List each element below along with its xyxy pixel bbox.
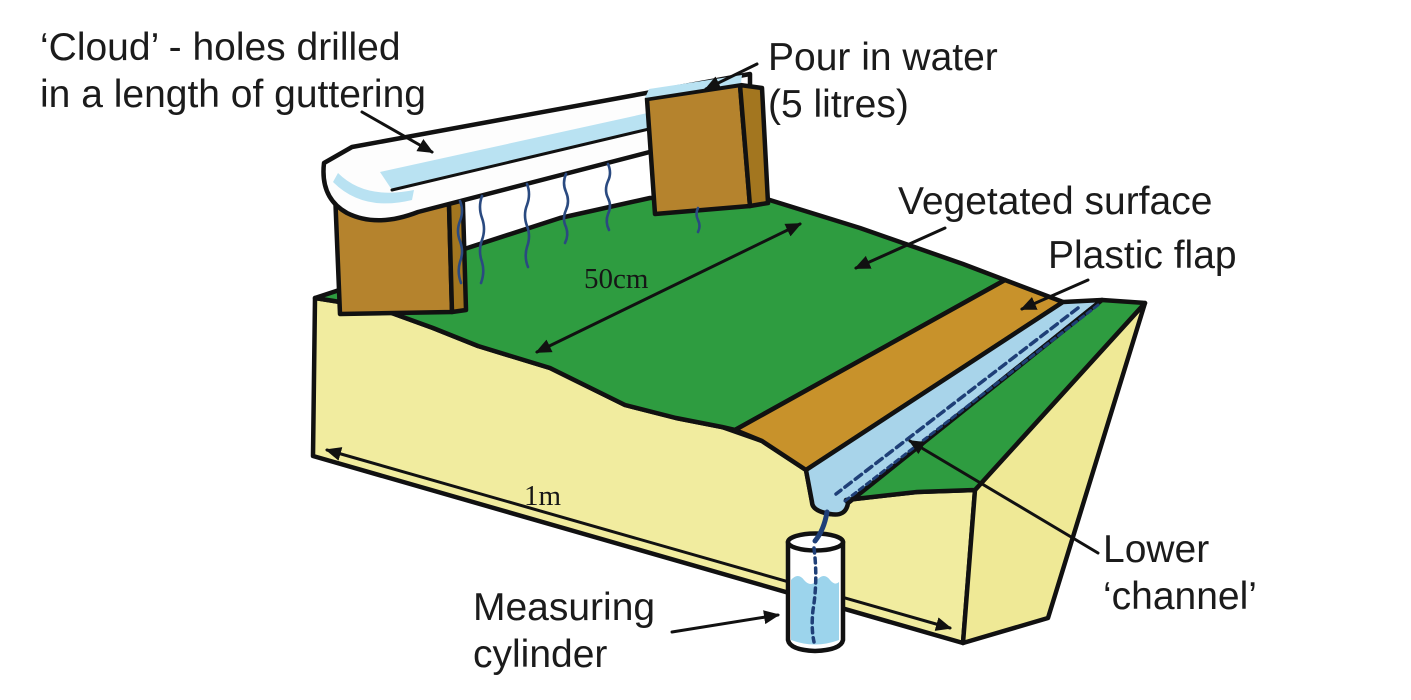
pour-label-line1: Pour in water [768,36,998,79]
water-stream-in-cylinder [810,546,818,644]
right-post-side [737,82,771,209]
guttering-endcap-water [333,173,414,204]
pour-arrow [704,62,759,91]
measuring-cylinder-label-line2: cylinder [473,633,607,676]
cloud-label-line2: in a length of guttering [40,73,426,116]
width-dimension: 50cm [535,222,802,354]
right-post-front [644,82,753,217]
cloud-arrow [360,110,434,154]
lower-channel-label-line2: ‘channel’ [1103,575,1257,618]
plastic-flap-label: Plastic flap [1048,234,1237,277]
measuring-cylinder-label-line1: Measuring [473,586,655,629]
cylinder-water [791,576,839,645]
rain-drip [456,199,464,285]
pour-label-line2: (5 litres) [768,83,909,126]
cloud-label-line1: ‘Cloud’ - holes drilled [40,26,401,69]
length-dimension-label: 1m [524,480,562,512]
vegetated-surface-label: Vegetated surface [898,180,1212,223]
water-stream [812,509,830,544]
lower-channel-label-line1: Lower [1103,528,1209,571]
vegetated-arrow [854,226,947,270]
rain-drip [523,182,531,269]
rain-drip [478,194,486,285]
plastic-flap-arrow [1020,278,1090,311]
rain-drip [604,162,612,232]
length-dimension: 1m [325,447,952,631]
lower-channel-arrow [908,439,1100,555]
measuring-cylinder-arrow [670,610,780,634]
width-dimension-label: 50cm [584,263,649,295]
